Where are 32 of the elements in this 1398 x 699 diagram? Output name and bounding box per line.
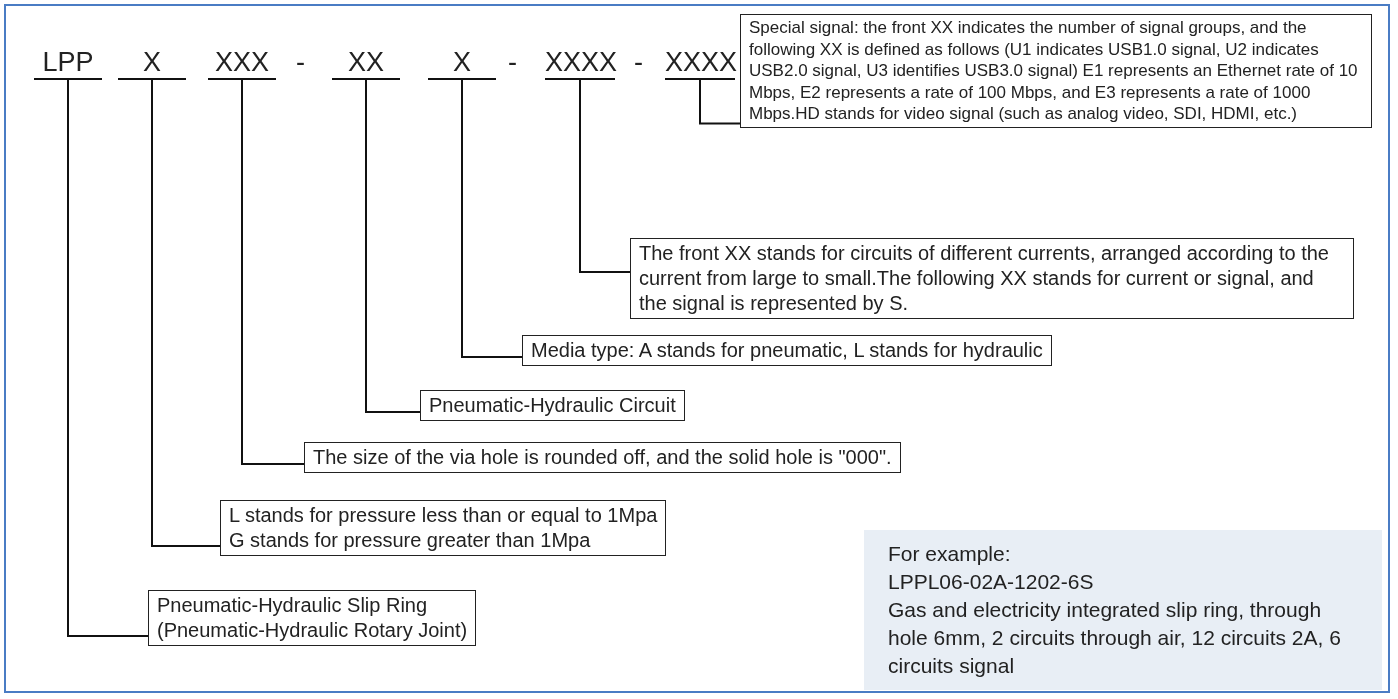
code-segment: X	[118, 46, 186, 80]
text-line: Pneumatic-Hydraulic Slip Ring	[157, 593, 429, 618]
leader-line	[699, 79, 741, 125]
text-line: L stands for pressure less than or equal to 1Mpa	[229, 503, 658, 528]
text-line: For example:	[888, 541, 1012, 567]
code-segment: XX	[332, 46, 400, 80]
description-box: Media type: A stands for pneumatic, L stands for hydraulic	[522, 335, 1052, 366]
description-box	[220, 500, 667, 556]
description-box: Special signal: the front XX indicates the number of signal groups, and the following XX is defined as follows (U1 indicates USB1.0 signal, U2 indicates USB2.0 signal, U3 identifies USB3.0 signal) E1 represents an Ethernet rate of 10 Mbps, E2 represents a rate of 100 Mbps, and E3 represents a rate of 1000 Mbps.HD stands for video signal (such as analog video, SDI, HDMI, etc.)	[740, 14, 1372, 128]
description-box: Pneumatic-Hydraulic Circuit	[420, 390, 685, 421]
text-line: (Pneumatic-Hydraulic Rotary Joint)	[157, 618, 468, 643]
leader-line	[67, 79, 149, 637]
description-box: The front XX stands for circuits of different currents, arranged according to the current from large to small.The following XX stands for current or signal, and the signal is represented by S.	[630, 238, 1354, 319]
separator-dash: -	[296, 46, 305, 78]
text-line: Gas and electricity integrated slip ring, through hole 6mm, 2 circuits through air, 12 circuits 2A, 6 circuits signal	[888, 597, 1342, 679]
leader-line	[365, 79, 421, 413]
description-box: The size of the via hole is rounded off, and the solid hole is "000".	[304, 442, 901, 473]
description-box	[148, 590, 477, 646]
example-panel	[864, 530, 1382, 690]
code-segment: XXXX	[545, 46, 615, 80]
text-line: G stands for pressure greater than 1Mpa	[229, 528, 592, 553]
leader-line	[151, 79, 221, 547]
code-segment: XXXX	[665, 46, 735, 80]
code-segment: XXX	[208, 46, 276, 80]
code-segment: LPP	[34, 46, 102, 80]
leader-line	[241, 79, 305, 465]
separator-dash: -	[508, 46, 517, 78]
leader-line	[579, 79, 631, 273]
separator-dash: -	[634, 46, 643, 78]
text-line: LPPL06-02A-1202-6S	[888, 569, 1095, 595]
code-segment: X	[428, 46, 496, 80]
leader-line	[461, 79, 523, 358]
